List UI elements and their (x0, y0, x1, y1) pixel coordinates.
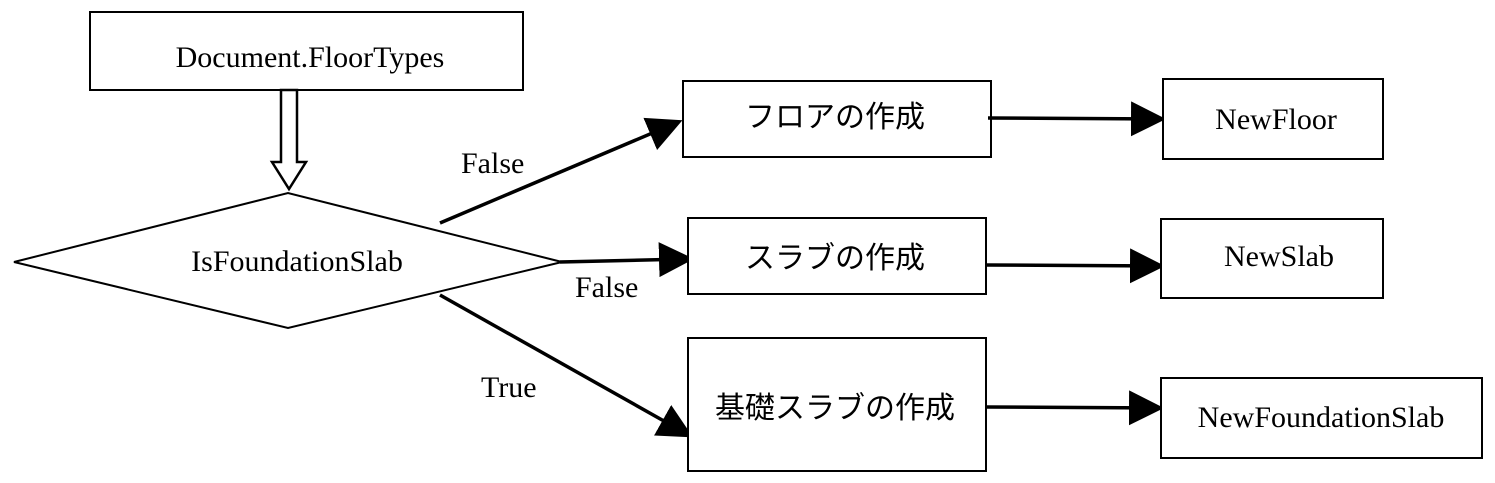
action-node-slab-label: スラブの作成 (745, 241, 925, 276)
result-node-newfoundationslab-label: NewFoundationSlab (1198, 401, 1445, 434)
action-node-floor-label: フロアの作成 (745, 100, 925, 135)
action-node-floor: フロアの作成 (682, 80, 992, 158)
action-node-foundation: 基礎スラブの作成 (687, 337, 987, 472)
edge-to-slab (559, 242, 694, 278)
result-node-newslab: NewSlab (1160, 218, 1384, 299)
result-node-newfloor-label: NewFloor (1215, 103, 1337, 136)
source-node-label: Document.FloorTypes (176, 41, 445, 74)
edge-floor-to-newfloor (987, 101, 1166, 137)
edge-to-floor (439, 117, 683, 225)
edge-foundation-to-newfoundationslab (985, 390, 1164, 426)
result-node-newslab-label: NewSlab (1224, 240, 1334, 273)
edge-slab-to-newslab (985, 248, 1165, 284)
edge-label-to-slab: False (575, 271, 638, 304)
decision-node-label: IsFoundationSlab (191, 245, 403, 278)
decision-node: IsFoundationSlab (13, 191, 563, 330)
source-node: Document.FloorTypes (89, 11, 524, 91)
edge-label-to-floor: False (461, 147, 524, 180)
action-node-foundation-label: 基礎スラブの作成 (715, 391, 955, 426)
edge-label-to-foundation: True (481, 371, 537, 404)
result-node-newfloor: NewFloor (1162, 78, 1384, 160)
source-to-decision-arrow (269, 88, 309, 192)
action-node-slab: スラブの作成 (687, 217, 987, 295)
result-node-newfoundationslab: NewFoundationSlab (1160, 377, 1483, 459)
edge-to-foundation (439, 293, 694, 438)
